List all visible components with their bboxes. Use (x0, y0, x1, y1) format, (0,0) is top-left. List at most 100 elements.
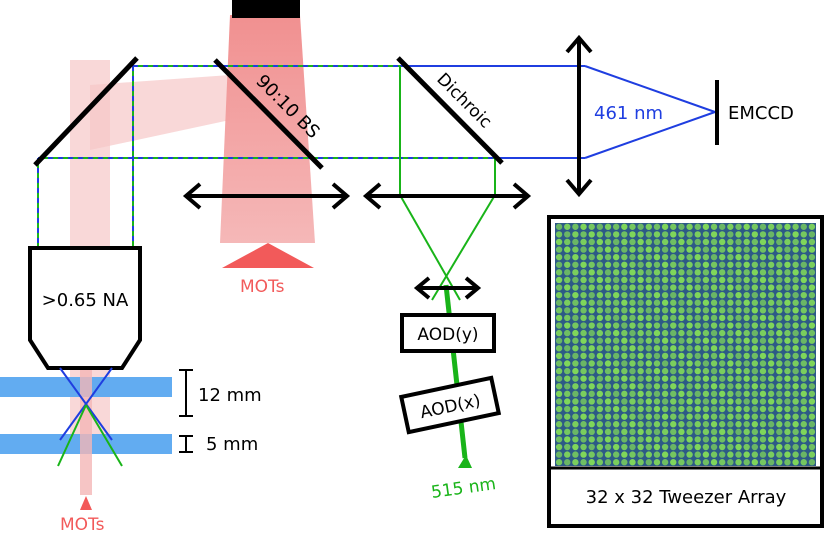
tweezer-spot (800, 269, 807, 276)
tweezer-spot (702, 360, 710, 367)
tweezer-spot (678, 383, 685, 390)
tweezer-spot (653, 398, 661, 405)
tweezer-spot (629, 246, 636, 253)
tweezer-spot (784, 428, 791, 436)
tweezer-spot (727, 276, 734, 284)
tweezer-spot (776, 238, 783, 246)
tweezer-spot (800, 413, 807, 420)
tweezer-spot (751, 299, 759, 306)
tweezer-spot (564, 299, 571, 306)
tweezer-spot (800, 307, 807, 314)
tweezer-spot (800, 451, 807, 458)
tweezer-spot (604, 459, 612, 466)
tweezer-spot (735, 246, 742, 253)
tweezer-spot (727, 459, 734, 466)
tweezer-spot (767, 451, 775, 458)
tweezer-spot (719, 459, 726, 466)
tweezer-spot (792, 261, 799, 268)
mot-arrow-top-icon (222, 243, 314, 268)
tweezer-spot (670, 421, 677, 428)
tweezer-spot (776, 299, 783, 306)
tweezer-spot (572, 451, 579, 458)
tweezer-spot (637, 398, 644, 405)
tweezer-spot (678, 314, 685, 322)
tweezer-spot (596, 276, 604, 284)
tweezer-spot (678, 231, 685, 238)
tweezer-spot (588, 238, 595, 246)
tweezer-spot (686, 238, 693, 246)
tweezer-spot (580, 261, 587, 268)
tweezer-spot (808, 360, 816, 367)
tweezer-spot (678, 261, 685, 268)
tweezer-spot (555, 261, 563, 268)
tweezer-spot (776, 459, 783, 466)
tweezer-spot (800, 459, 807, 466)
tweezer-spot (808, 352, 816, 360)
tweezer-spot (645, 337, 652, 344)
tweezer-spot (645, 360, 652, 367)
tweezer-spot (604, 261, 612, 268)
tweezer-spot (710, 398, 718, 405)
tweezer-spot (735, 413, 742, 420)
aod-y-label: AOD(y) (417, 325, 478, 345)
tweezer-spot (678, 337, 685, 344)
tweezer-spot (784, 322, 791, 329)
tweezer-spot (645, 307, 652, 314)
tweezer-spot (637, 299, 644, 306)
tweezer-spot (686, 253, 693, 261)
tweezer-spot (564, 413, 571, 420)
tweezer-spot (629, 329, 636, 337)
tweezer-spot (661, 398, 669, 405)
tweezer-spot (645, 398, 652, 405)
tweezer-spot (653, 269, 661, 276)
tweezer-spot (678, 459, 685, 466)
tweezer-spot (727, 284, 734, 291)
tweezer-spot (629, 307, 636, 314)
tweezer-spot (629, 428, 636, 436)
mot-beam-bottom (80, 370, 92, 495)
tweezer-spot (759, 436, 767, 443)
tweezer-spot (759, 443, 767, 451)
tweezer-spot (661, 231, 669, 238)
tweezer-spot (727, 421, 734, 428)
tweezer-spot (702, 383, 710, 390)
tweezer-spot (776, 360, 783, 367)
tweezer-spot (555, 253, 563, 261)
tweezer-spot (686, 375, 693, 382)
tweezer-spot (621, 398, 628, 405)
tweezer-spot (767, 223, 775, 230)
tweezer-spot (621, 436, 628, 443)
tweezer-spot (710, 367, 718, 375)
tweezer-spot (604, 451, 612, 458)
tweezer-spot (727, 329, 734, 337)
tweezer-spot (588, 360, 595, 367)
tweezer-spot (596, 451, 604, 458)
tweezer-spot (572, 398, 579, 405)
tweezer-spot (670, 352, 677, 360)
tweezer-spot (686, 413, 693, 420)
tweezer-spot (604, 299, 612, 306)
tweezer-spot (645, 443, 652, 451)
tweezer-spot (767, 459, 775, 466)
tweezer-spot (719, 299, 726, 306)
tweezer-spot (776, 390, 783, 398)
tweezer-spot (612, 223, 620, 230)
tweezer-spot (710, 360, 718, 367)
tweezer-spot (564, 367, 571, 375)
tweezer-spot (702, 398, 710, 405)
tweezer-spot (702, 352, 710, 360)
tweezer-spot (555, 322, 563, 329)
tweezer-spot (710, 322, 718, 329)
tweezer-spot (792, 345, 799, 352)
tweezer-spot (637, 284, 644, 291)
tweezer-spot (719, 337, 726, 344)
tweezer-spot (604, 231, 612, 238)
tweezer-spot (555, 329, 563, 337)
tweezer-spot (792, 367, 799, 375)
tweezer-spot (588, 436, 595, 443)
tweezer-spot (572, 375, 579, 382)
tweezer-spot (751, 314, 759, 322)
tweezer-spot (702, 405, 710, 413)
tweezer-spot (792, 375, 799, 382)
tweezer-spot (694, 375, 701, 382)
